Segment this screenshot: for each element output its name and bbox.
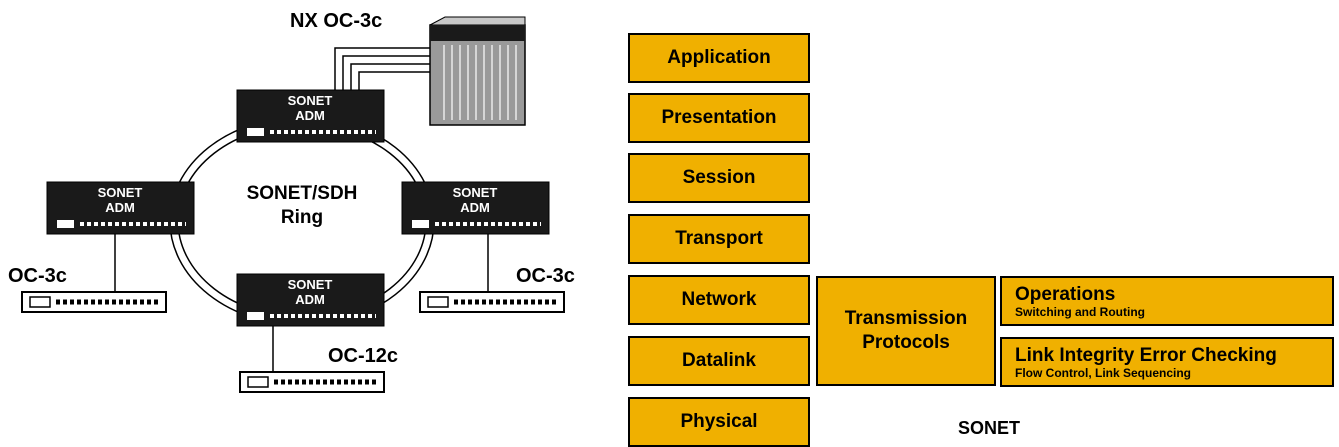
adm-bottom: SONET ADM: [236, 273, 385, 327]
right-tributary-label: OC-3c: [516, 265, 575, 287]
adm-bottom-line1: SONET: [288, 277, 333, 292]
adm-bottom-line2: ADM: [295, 292, 325, 307]
tributary-device-left: [21, 291, 167, 313]
bottom-tributary-label: OC-12c: [328, 345, 398, 367]
ring-label-line1: SONET/SDH: [247, 183, 358, 204]
operations-title: Operations: [1015, 284, 1116, 305]
adm-left-line1: SONET: [98, 185, 143, 200]
adm-right-line2: ADM: [460, 200, 490, 215]
drop-lines: [114, 234, 489, 372]
left-tributary-label: OC-3c: [8, 265, 67, 287]
link-integrity-subtitle: Flow Control, Link Sequencing: [1015, 366, 1191, 380]
operations-subtitle: Switching and Routing: [1015, 305, 1145, 319]
layer-datalink: Datalink: [628, 336, 810, 386]
tributary-device-right: [419, 291, 565, 313]
layer-transport: Transport: [628, 214, 810, 264]
layer-network: Network: [628, 275, 810, 325]
adm-top-line1: SONET: [288, 93, 333, 108]
adm-top-line2: ADM: [295, 108, 325, 123]
layer-session: Session: [628, 153, 810, 203]
adm-left: SONET ADM: [46, 181, 195, 235]
adm-right-line1: SONET: [453, 185, 498, 200]
trunk-lines: [334, 47, 430, 91]
layer-presentation: Presentation: [628, 93, 810, 143]
trunk-label: NX OC-3c: [290, 10, 382, 32]
transmission-protocols-box: Transmission Protocols: [816, 276, 996, 386]
link-integrity-title: Link Integrity Error Checking: [1015, 345, 1277, 366]
tributary-device-bottom: [239, 371, 385, 393]
server-icon: [429, 16, 526, 126]
adm-right: SONET ADM: [401, 181, 550, 235]
layer-application: Application: [628, 33, 810, 83]
layer-physical: Physical: [628, 397, 810, 447]
adm-left-line2: ADM: [105, 200, 135, 215]
operations-box: Operations Switching and Routing: [1000, 276, 1334, 326]
transmission-line1: Transmission: [844, 308, 968, 329]
ring-label-line2: Ring: [281, 207, 323, 228]
adm-top: SONET ADM: [236, 89, 385, 143]
sonet-caption: SONET: [958, 418, 1021, 438]
transmission-line2: Protocols: [862, 332, 950, 353]
link-integrity-box: Link Integrity Error Checking Flow Contr…: [1000, 337, 1334, 387]
